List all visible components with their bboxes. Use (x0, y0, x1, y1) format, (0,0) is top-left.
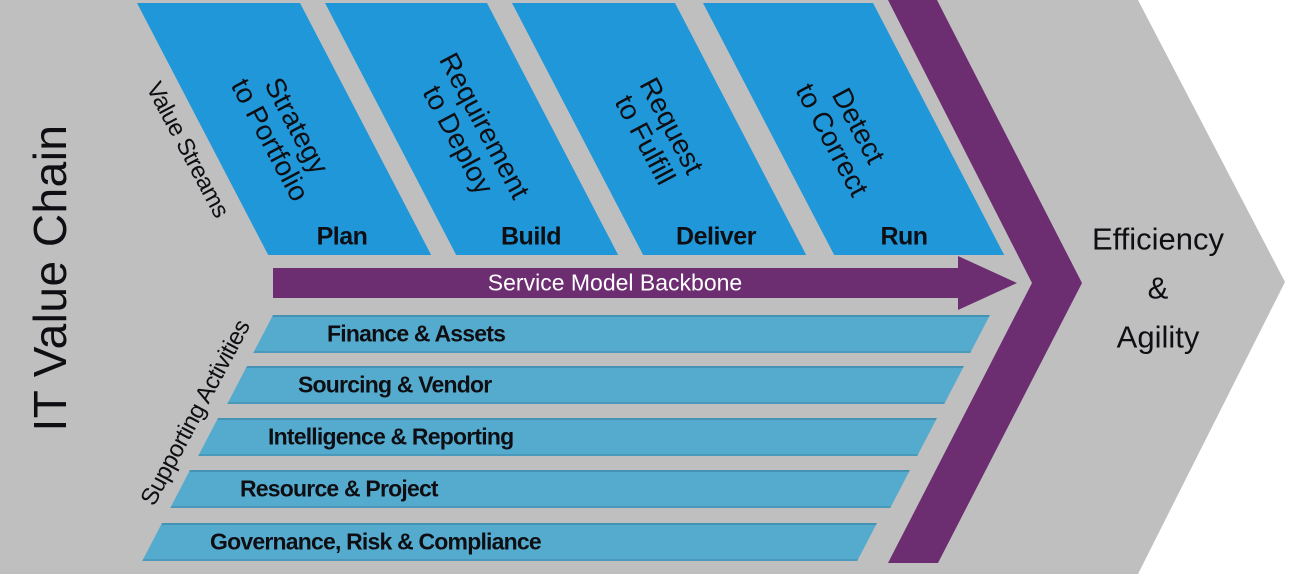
bar-label-intelligence-reporting: Intelligence & Reporting (268, 423, 514, 450)
bar-label-finance-assets: Finance & Assets (327, 320, 506, 347)
bar-label-sourcing-vendor: Sourcing & Vendor (298, 371, 492, 398)
outcome-line-ampersand: & (1147, 270, 1169, 306)
diagram-title: IT Value Chain (24, 124, 76, 432)
phase-label-plan: Plan (316, 222, 368, 251)
phase-label-deliver: Deliver (676, 222, 756, 251)
phase-label-run: Run (880, 222, 928, 251)
bar-label-governance-risk-compliance: Governance, Risk & Compliance (210, 528, 542, 555)
service-model-backbone-label: Service Model Backbone (487, 269, 743, 296)
outcome-text: Efficiency & Agility (1092, 215, 1224, 362)
outcome-line-agility: Agility (1116, 319, 1200, 355)
outcome-line-efficiency: Efficiency (1091, 221, 1225, 257)
phase-label-build: Build (501, 222, 562, 251)
bar-label-resource-project: Resource & Project (240, 475, 439, 502)
